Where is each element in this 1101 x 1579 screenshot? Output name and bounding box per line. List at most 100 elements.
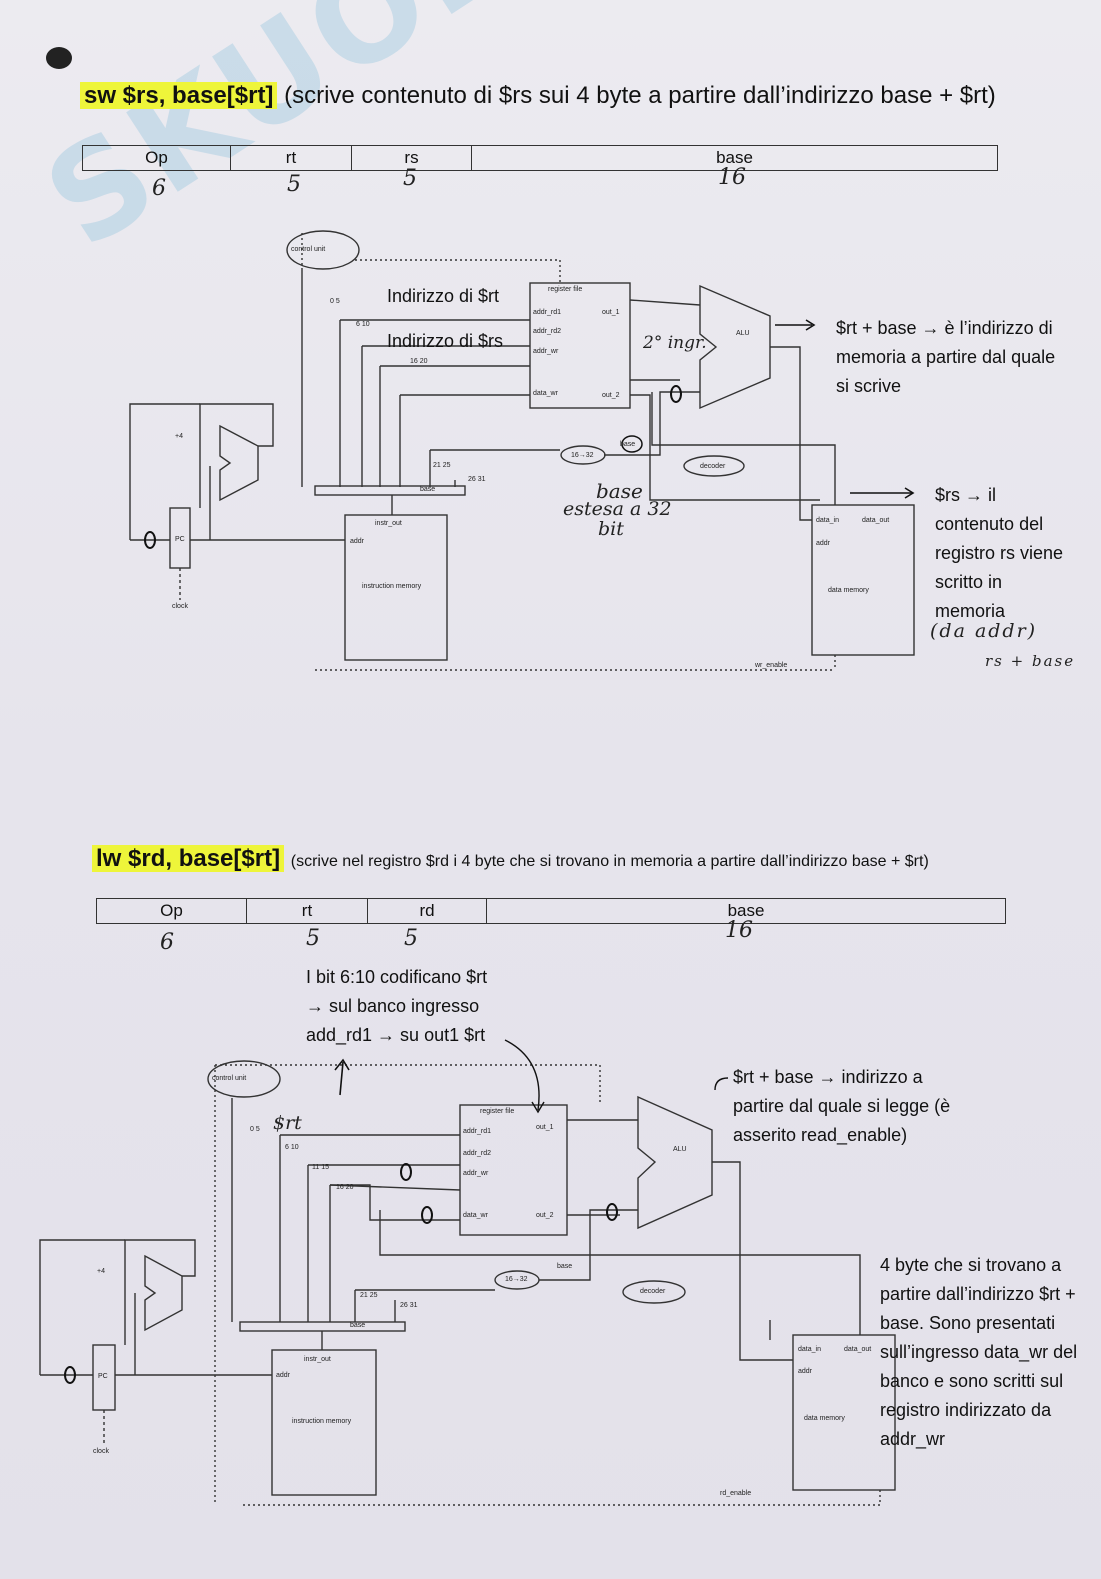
lw-plus4-label: +4 bbox=[97, 1268, 105, 1275]
lw-field-rd: rd bbox=[368, 899, 487, 923]
lw-size-op: 6 bbox=[160, 930, 174, 955]
sw-alu-label: ALU bbox=[736, 330, 750, 337]
lw-alu-note-line2: partire dal quale si legge (è bbox=[733, 1096, 951, 1116]
lw-data-wr-label: data_wr bbox=[463, 1212, 488, 1219]
sw-pc-label: PC bbox=[175, 536, 185, 543]
sw-hand-rs-plus-base: rs + base bbox=[985, 652, 1076, 670]
sw-plus4-label: +4 bbox=[175, 433, 183, 440]
sw-rs-address-label: Indirizzo di $rs bbox=[387, 331, 504, 351]
sw-size-rt: 5 bbox=[287, 172, 301, 197]
sw-instruction-memory-label: instruction memory bbox=[362, 583, 422, 590]
sw-format-table: Op rt rs base bbox=[82, 145, 998, 171]
lw-mem-note-line4: sull’ingresso data_wr del bbox=[880, 1342, 1078, 1362]
lw-alu-note-line1: $rt + base → indirizzo a bbox=[733, 1067, 923, 1087]
lw-size-base: 16 bbox=[725, 918, 753, 943]
sw-heading: sw $rs, base[$rt] (scrive contenuto di $… bbox=[80, 82, 996, 110]
sw-dm-addr-label: addr bbox=[816, 540, 831, 547]
lw-mem-note-line3: base. Sono presentati bbox=[880, 1313, 1056, 1333]
lw-data-in-label: data_in bbox=[798, 1346, 821, 1353]
lw-field-base: base bbox=[727, 901, 765, 920]
lw-bits-0-5: 0 5 bbox=[250, 1126, 260, 1133]
sw-hand-bit: bit bbox=[598, 518, 624, 540]
lw-addr-rd1-label: addr_rd1 bbox=[463, 1128, 492, 1135]
sw-bits-26-31: 26 31 bbox=[468, 476, 486, 483]
lw-heading: lw $rd, base[$rt] (scrive nel registro $… bbox=[92, 845, 929, 873]
lw-field-rt: rt bbox=[247, 899, 368, 923]
sw-mem-note-line4: scritto in bbox=[935, 572, 1003, 592]
sw-mem-note-line3: registro rs viene bbox=[935, 543, 1064, 563]
lw-bits-16-20: 16 20 bbox=[336, 1184, 354, 1191]
sw-rt-address-label: Indirizzo di $rt bbox=[387, 286, 500, 306]
lw-ext-label: 16→32 bbox=[505, 1276, 528, 1283]
lw-instruction: lw $rd, base[$rt] bbox=[92, 845, 285, 872]
lw-mem-note-line2: partire dall’indirizzo $rt + bbox=[880, 1284, 1076, 1304]
lw-rd-enable-label: rd_enable bbox=[720, 1490, 752, 1497]
lw-clock-label: clock bbox=[93, 1448, 109, 1455]
sw-size-op: 6 bbox=[152, 176, 166, 201]
sw-field-rt: rt bbox=[231, 146, 352, 170]
sw-bits-0-5: 0 5 bbox=[330, 298, 340, 305]
sw-hand-from-addr: (da addr) bbox=[930, 620, 1038, 642]
sw-hand-extended: estesa a 32 bbox=[563, 498, 672, 520]
lw-alu-note-line3: asserito read_enable) bbox=[733, 1125, 908, 1145]
lw-hand-rt: $rt bbox=[273, 1112, 302, 1134]
sw-im-addr-label: addr bbox=[350, 538, 365, 545]
lw-out2-label: out_2 bbox=[536, 1212, 554, 1219]
lw-pc-label: PC bbox=[98, 1373, 108, 1380]
sw-bits-16-20: 16 20 bbox=[410, 358, 428, 365]
sw-addr-wr-label: addr_wr bbox=[533, 348, 559, 355]
lw-base-label: base bbox=[557, 1263, 573, 1270]
sw-alu-note-line3: si scrive bbox=[836, 376, 902, 396]
sw-data-out-label: data_out bbox=[862, 517, 890, 524]
sw-wr-enable-label: wr_enable bbox=[755, 662, 788, 669]
sw-field-rs: rs bbox=[352, 146, 472, 170]
lw-size-rd: 5 bbox=[404, 926, 418, 951]
sw-description: (scrive contenuto di $rs sui 4 byte a pa… bbox=[284, 82, 996, 109]
lw-bits-note-line2: → sul banco ingresso bbox=[306, 996, 480, 1016]
sw-clock-label: clock bbox=[172, 603, 188, 610]
lw-format-table: Op rt rd base bbox=[96, 898, 1006, 924]
sw-out2-label: out_2 bbox=[602, 392, 620, 399]
lw-bits-21-25: 21 25 bbox=[360, 1292, 378, 1299]
sw-addr-rd2-label: addr_rd2 bbox=[533, 328, 562, 335]
lw-size-rt: 5 bbox=[306, 926, 320, 951]
lw-addr-rd2-label: addr_rd2 bbox=[463, 1150, 492, 1157]
sw-field-base: base bbox=[716, 148, 753, 167]
sw-instruction: sw $rs, base[$rt] bbox=[80, 82, 278, 109]
lw-decoder-label: decoder bbox=[640, 1288, 666, 1295]
lw-instruction-memory-label: instruction memory bbox=[292, 1418, 352, 1425]
sw-mem-note-line2: contenuto del bbox=[935, 514, 1044, 534]
sw-bits-6-10: 6 10 bbox=[356, 321, 370, 328]
sw-decoder-label: decoder bbox=[700, 463, 726, 470]
sw-hand-second-input: 2° ingr. bbox=[643, 333, 707, 353]
sw-mem-note-line1: $rs → il bbox=[935, 485, 997, 505]
lw-instr-out-label: instr_out bbox=[304, 1356, 331, 1363]
sw-mem-note-line5: memoria bbox=[935, 601, 1006, 621]
sw-bits-21-25: 21 25 bbox=[433, 462, 451, 469]
lw-field-bar-base: base bbox=[350, 1322, 366, 1329]
lw-bits-26-31: 26 31 bbox=[400, 1302, 418, 1309]
sw-data-in-label: data_in bbox=[816, 517, 839, 524]
lw-bits-note-line1: I bit 6:10 codificano $rt bbox=[306, 967, 488, 987]
lw-description: (scrive nel registro $rd i 4 byte che si… bbox=[290, 853, 929, 870]
sw-ext-label: 16→32 bbox=[571, 452, 594, 459]
sw-field-bar-base: base bbox=[420, 486, 436, 493]
lw-dm-addr-label: addr bbox=[798, 1368, 813, 1375]
sw-field-op: Op bbox=[83, 146, 231, 170]
sw-alu-note-line2: memoria a partire dal quale bbox=[836, 347, 1056, 367]
sw-size-rs: 5 bbox=[403, 166, 417, 191]
lw-bits-6-10: 6 10 bbox=[285, 1144, 299, 1151]
lw-register-file-label: register file bbox=[480, 1108, 515, 1115]
lw-mem-note-line1: 4 byte che si trovano a bbox=[880, 1255, 1062, 1275]
sw-size-base: 16 bbox=[718, 165, 746, 190]
lw-bits-11-15: 11 15 bbox=[312, 1164, 329, 1171]
sw-instr-out-label: instr_out bbox=[375, 520, 402, 527]
lw-out1-label: out_1 bbox=[536, 1124, 554, 1131]
sw-base-circle-label: base bbox=[620, 441, 636, 448]
lw-mem-note-line5: banco e sono scritti sul bbox=[880, 1371, 1064, 1391]
lw-data-out-label: data_out bbox=[844, 1346, 872, 1353]
lw-alu-label: ALU bbox=[673, 1146, 687, 1153]
sw-alu-note-line1: $rt + base → è l’indirizzo di bbox=[836, 318, 1053, 338]
